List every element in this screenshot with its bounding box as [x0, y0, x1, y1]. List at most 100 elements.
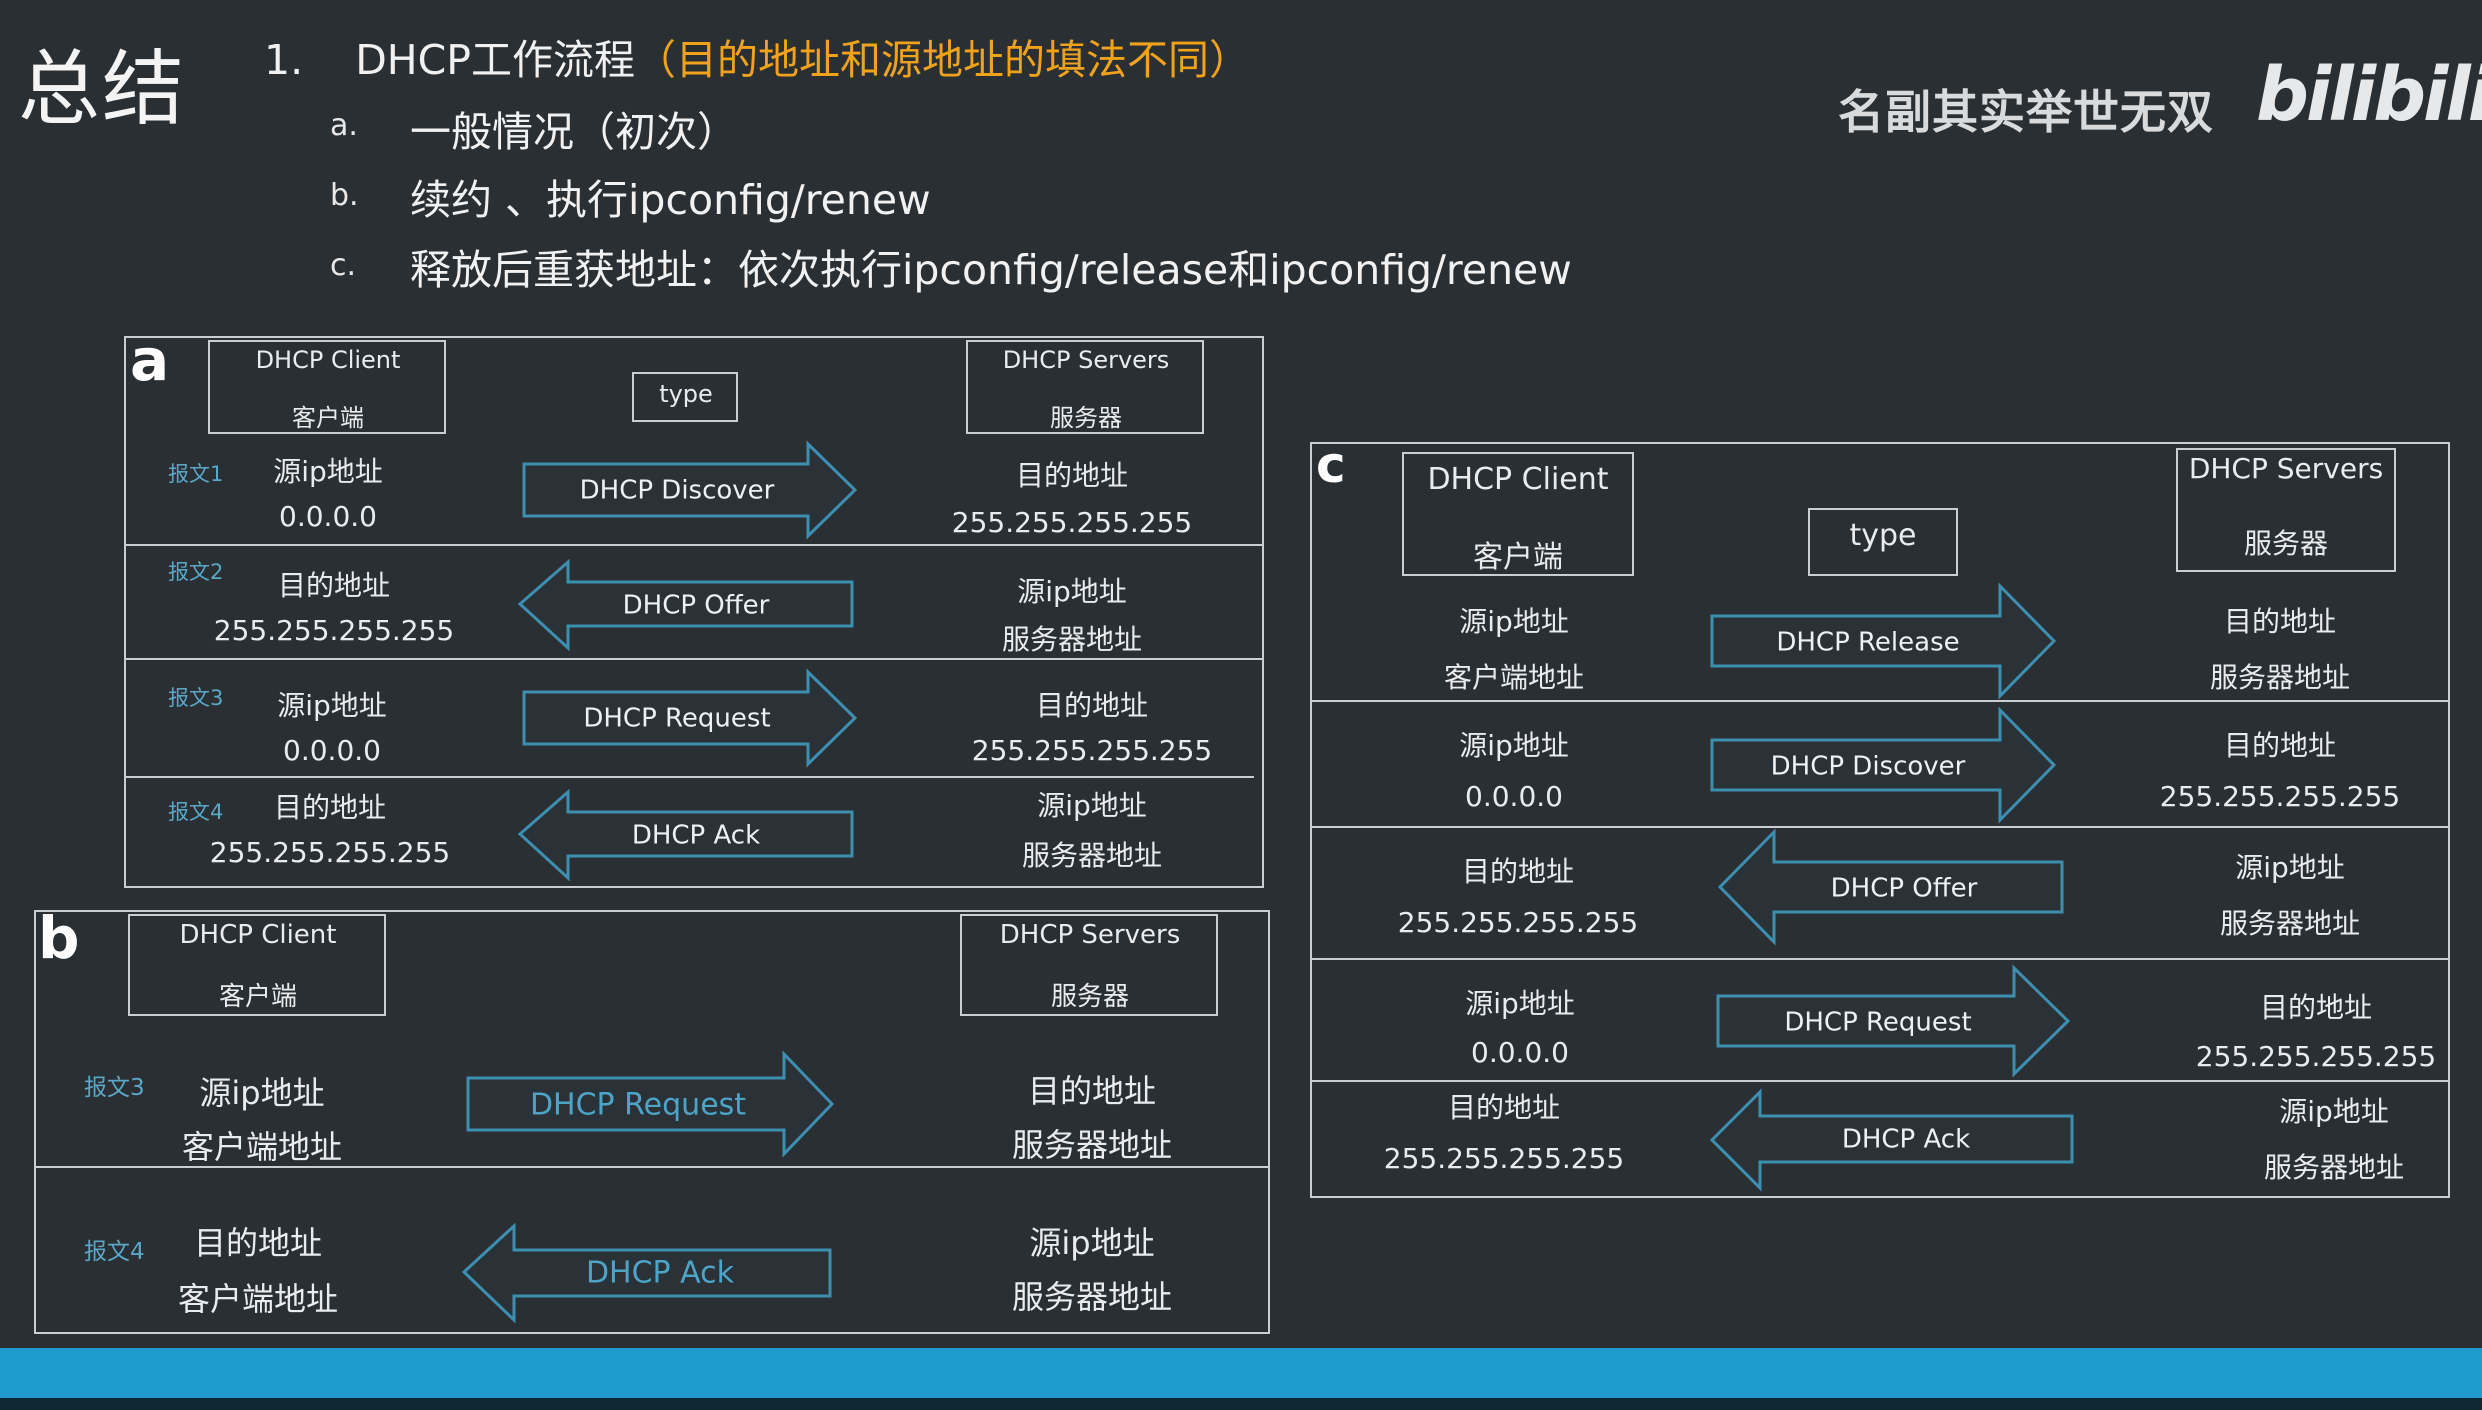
panel-b	[34, 910, 1270, 1334]
panel-b-label: b	[38, 904, 80, 972]
panel-b-row2-msg: 报文4	[84, 1239, 145, 1265]
panel-a-divider-2	[124, 658, 1264, 660]
panel-c-server-subtitle: 服务器	[2243, 527, 2329, 560]
panel-a-row3-arrow-label: DHCP Request	[583, 704, 770, 734]
panel-c-row4-right1: 目的地址	[2259, 991, 2373, 1024]
panel-a-row3-left2: 0.0.0.0	[283, 734, 381, 767]
panel-b-row1-left1: 源ip地址	[199, 1074, 325, 1112]
panel-a-row3-msg: 报文3	[168, 686, 224, 710]
panel-c-row2-arrow: DHCP Discover	[1710, 706, 2057, 824]
panel-c-row2-left1: 源ip地址	[1459, 729, 1569, 762]
panel-a-label: a	[130, 326, 170, 394]
subitem-b-letter: b.	[330, 178, 359, 213]
panel-a-client-box	[208, 340, 446, 434]
panel-a-divider-1	[124, 544, 1264, 546]
panel-c-row2-left2: 0.0.0.0	[1465, 780, 1563, 813]
panel-a-row2-right2: 服务器地址	[1001, 623, 1143, 656]
panel-b-row2-arrow: DHCP Ack	[461, 1222, 832, 1324]
panel-a-type-box	[632, 372, 738, 422]
panel-c-divider-4	[1310, 1080, 2450, 1082]
panel-c-row5-arrow: DHCP Ack	[1709, 1088, 2074, 1192]
panel-a-row1-left2: 0.0.0.0	[279, 500, 377, 533]
panel-b-client-subtitle: 客户端	[218, 982, 298, 1012]
panel-c-row4-right2: 255.255.255.255	[2195, 1040, 2437, 1073]
subitem-a-letter: a.	[330, 108, 358, 143]
panel-c-row2-right2: 255.255.255.255	[2159, 780, 2401, 813]
panel-c-row4-left1: 源ip地址	[1465, 987, 1575, 1020]
panel-a-row3-arrow: DHCP Request	[522, 668, 858, 768]
subitem-c-text: 释放后重获地址：依次执行ipconfig/release和ipconfig/re…	[410, 246, 1572, 294]
panel-c-row3-right2: 服务器地址	[2219, 907, 2361, 940]
panel-a-row2-arrow: DHCP Offer	[517, 558, 854, 652]
panel-c-type-box	[1808, 508, 1958, 576]
panel-c-row4-arrow: DHCP Request	[1716, 964, 2071, 1078]
panel-b-row2-right1: 源ip地址	[1029, 1224, 1155, 1262]
panel-c-client-title: DHCP Client	[1427, 462, 1609, 497]
panel-b-server-box	[960, 914, 1218, 1016]
heading-line: 1. DHCP工作流程（目的地址和源地址的填法不同）	[264, 26, 1250, 86]
panel-b-row1-left2: 客户端地址	[181, 1128, 343, 1166]
panel-a-row1-msg: 报文1	[168, 462, 224, 486]
subitem-b-text: 续约 、执行ipconfig/renew	[410, 176, 931, 224]
panel-b-row1-right1: 目的地址	[1027, 1072, 1157, 1110]
panel-b-divider	[34, 1166, 1270, 1168]
panel-a-row4-arrow-label: DHCP Ack	[632, 821, 760, 851]
panel-a-row4-left1: 目的地址	[273, 791, 387, 824]
panel-b-client-box	[128, 914, 386, 1016]
panel-a-divider-3	[124, 776, 1254, 778]
subitem-a-text: 一般情况（初次）	[410, 108, 738, 156]
panel-c-client-subtitle: 客户端	[1473, 540, 1563, 575]
watermark-slogan: 名副其实举世无双	[1838, 85, 2214, 139]
panel-c-row4-left2: 0.0.0.0	[1471, 1036, 1569, 1069]
slide-title: 总结	[18, 42, 187, 137]
panel-c-server-title: DHCP Servers	[2188, 452, 2384, 485]
panel-c-row5-arrow-label: DHCP Ack	[1842, 1125, 1970, 1155]
panel-a-row1-left1: 源ip地址	[273, 455, 383, 488]
panel-a-client-title: DHCP Client	[255, 346, 401, 374]
subitem-c-letter: c.	[330, 248, 357, 283]
bottom-edge-strip	[0, 1398, 2482, 1410]
panel-a-server-box	[966, 340, 1204, 434]
panel-c-row1-left2: 客户端地址	[1443, 661, 1585, 694]
panel-c-label: c	[1316, 436, 1346, 494]
panel-a-row2-left1: 目的地址	[277, 569, 391, 602]
panel-c-row1-arrow: DHCP Release	[1710, 582, 2057, 700]
panel-a-row3-right1: 目的地址	[1035, 689, 1149, 722]
panel-b-server-subtitle: 服务器	[1050, 982, 1130, 1012]
panel-c-client-box	[1402, 452, 1634, 576]
panel-a-row1-right1: 目的地址	[1015, 459, 1129, 492]
panel-a-server-subtitle: 服务器	[1050, 404, 1122, 432]
panel-a-row4-right1: 源ip地址	[1037, 789, 1147, 822]
panel-b-row1-arrow: DHCP Request	[466, 1050, 835, 1158]
heading-highlight: （目的地址和源地址的填法不同）	[634, 36, 1250, 84]
panel-c-type-label: type	[1849, 518, 1917, 553]
panel-b-client-title: DHCP Client	[179, 920, 337, 950]
panel-a-row2-right1: 源ip地址	[1017, 575, 1127, 608]
panel-a-row2-left2: 255.255.255.255	[213, 614, 455, 647]
panel-c-divider-1	[1310, 700, 2450, 702]
panel-c-row3-arrow: DHCP Offer	[1717, 828, 2064, 946]
panel-c-divider-2	[1310, 826, 2450, 828]
panel-a-row3-left1: 源ip地址	[277, 689, 387, 722]
panel-c-row1-arrow-label: DHCP Release	[1776, 628, 1959, 658]
panel-c-row3-left2: 255.255.255.255	[1397, 906, 1639, 939]
panel-a	[124, 336, 1264, 888]
panel-c-row2-arrow-label: DHCP Discover	[1771, 752, 1966, 782]
heading-main: DHCP工作流程	[355, 36, 635, 84]
panel-c-row1-right2: 服务器地址	[2209, 661, 2351, 694]
panel-a-row3-right2: 255.255.255.255	[971, 734, 1213, 767]
panel-a-client-subtitle: 客户端	[292, 404, 364, 432]
panel-c-row5-left1: 目的地址	[1447, 1091, 1561, 1124]
panel-b-row2-arrow-label: DHCP Ack	[586, 1256, 735, 1291]
panel-c-row2-right1: 目的地址	[2223, 729, 2337, 762]
panel-a-row2-msg: 报文2	[168, 560, 224, 584]
panel-b-row1-msg: 报文3	[84, 1075, 145, 1101]
panel-b-row2-right2: 服务器地址	[1011, 1278, 1173, 1316]
panel-a-row4-msg: 报文4	[168, 800, 224, 824]
panel-a-row1-arrow: DHCP Discover	[522, 440, 858, 540]
panel-a-server-title: DHCP Servers	[1002, 346, 1170, 374]
panel-c-row3-left1: 目的地址	[1461, 855, 1575, 888]
panel-c-row3-arrow-label: DHCP Offer	[1831, 874, 1978, 904]
panel-a-row4-right2: 服务器地址	[1021, 839, 1163, 872]
panel-a-row4-arrow: DHCP Ack	[517, 788, 854, 882]
